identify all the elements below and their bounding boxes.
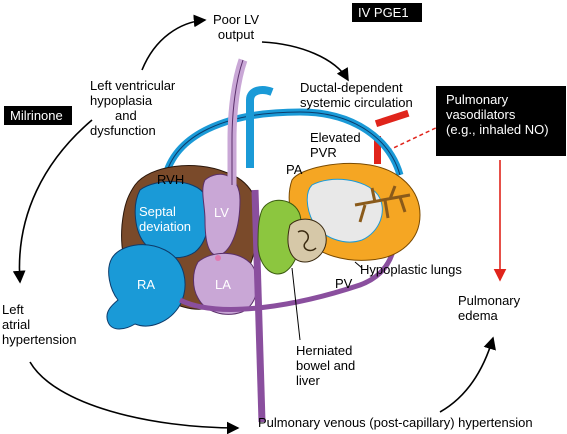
left-atrial-htn-line3: hypertension xyxy=(2,332,77,347)
lv-hypoplasia-line3: and xyxy=(115,108,137,123)
pulmonary-edema-line2: edema xyxy=(458,308,498,323)
milrinone-label: Milrinone xyxy=(10,108,63,123)
right-atrium xyxy=(106,244,186,330)
poor-lv-output-line2: output xyxy=(217,27,255,42)
pulmonary-edema-line1: Pulmonary xyxy=(458,293,521,308)
poor-lv-output-label: Poor LV output xyxy=(206,12,266,42)
pulmonary-edema-label: Pulmonary edema xyxy=(458,293,520,323)
arrow-la-htn-to-pvh xyxy=(29,361,240,434)
septal-deviation-line2: deviation xyxy=(139,219,192,234)
left-atrium xyxy=(193,252,258,315)
leader-hypoplastic-lungs xyxy=(354,261,363,269)
lv-hypoplasia-line2: hypoplasia xyxy=(90,93,153,108)
left-atrial-htn-line2: atrial xyxy=(2,317,31,332)
pv-hypertension-label: Pulmonary venous (post-capillary) hypert… xyxy=(258,415,533,430)
left-atrial-htn-line1: Left xyxy=(2,302,24,317)
pv-label: PV xyxy=(335,276,353,291)
herniated-line1: Herniated xyxy=(296,343,353,358)
ductal-dependent-label: Ductal-dependent systemic circulation xyxy=(300,80,413,110)
la-label: LA xyxy=(215,277,231,292)
aorta-purple-outline xyxy=(231,59,244,185)
right-ventricle xyxy=(134,181,210,259)
herniated-liver xyxy=(257,200,302,275)
lv-hypoplasia-label: Left ventricular hypoplasia and dysfunct… xyxy=(90,78,175,138)
ductus-arc-outline xyxy=(164,111,401,179)
pulm-vasodilators-line2: vasodilators xyxy=(446,107,516,122)
lung-inner xyxy=(306,178,383,243)
left-atrial-htn-label: Left atrial hypertension xyxy=(2,302,76,347)
ductal-dependent-line2: systemic circulation xyxy=(300,95,413,110)
bronchial-tree xyxy=(354,185,411,223)
herniated-label: Herniated bowel and liver xyxy=(296,343,355,388)
ductal-dependent-line1: Ductal-dependent xyxy=(300,80,403,95)
pulm-vasodilators-line1: Pulmonary xyxy=(446,92,509,107)
leader-herniated xyxy=(291,267,301,341)
rvh-label: RVH xyxy=(157,172,185,187)
foramen-dot xyxy=(215,255,221,261)
dashed-link-vasodilator xyxy=(384,124,443,153)
pa-label: PA xyxy=(286,162,303,177)
hypoplastic-lungs-label: Hypoplastic lungs xyxy=(360,262,462,277)
milrinone-box: Milrinone xyxy=(4,106,72,125)
no-blocker xyxy=(374,136,381,164)
arrow-pvh-to-edema xyxy=(439,336,496,413)
herniated-line2: bowel and xyxy=(296,358,356,373)
lv-hypoplasia-line1: Left ventricular xyxy=(90,78,176,93)
septal-deviation-label: Septal deviation xyxy=(139,204,191,234)
aortic-arch-blue xyxy=(246,86,274,168)
poor-lv-output-line1: Poor LV xyxy=(212,12,259,27)
lv-label: LV xyxy=(214,205,229,220)
bowel-coils xyxy=(297,230,317,252)
iv-pge1-box: IV PGE1 xyxy=(352,3,422,22)
pulm-vasodilators-line3: (e.g., inhaled NO) xyxy=(446,122,549,137)
herniated-line3: liver xyxy=(296,373,320,388)
pge1-blocker xyxy=(374,109,410,128)
septal-deviation-line1: Septal xyxy=(139,204,176,219)
arrow-poor-output-to-ductal xyxy=(261,41,349,82)
elevated-pvr-line1: Elevated xyxy=(310,130,361,145)
elevated-pvr-line2: PVR xyxy=(310,145,337,160)
lv-hypoplasia-line4: dysfunction xyxy=(90,123,156,138)
arrow-hypoplasia-to-la-htn xyxy=(12,119,93,284)
arrow-hypoplasia-to-poor-output xyxy=(141,14,207,71)
iv-pge1-label: IV PGE1 xyxy=(358,5,409,20)
pulm-vasodilators-box: Pulmonary vasodilators (e.g., inhaled NO… xyxy=(436,86,566,156)
ra-label: RA xyxy=(137,277,156,292)
elevated-pvr-label: Elevated PVR xyxy=(310,130,361,160)
